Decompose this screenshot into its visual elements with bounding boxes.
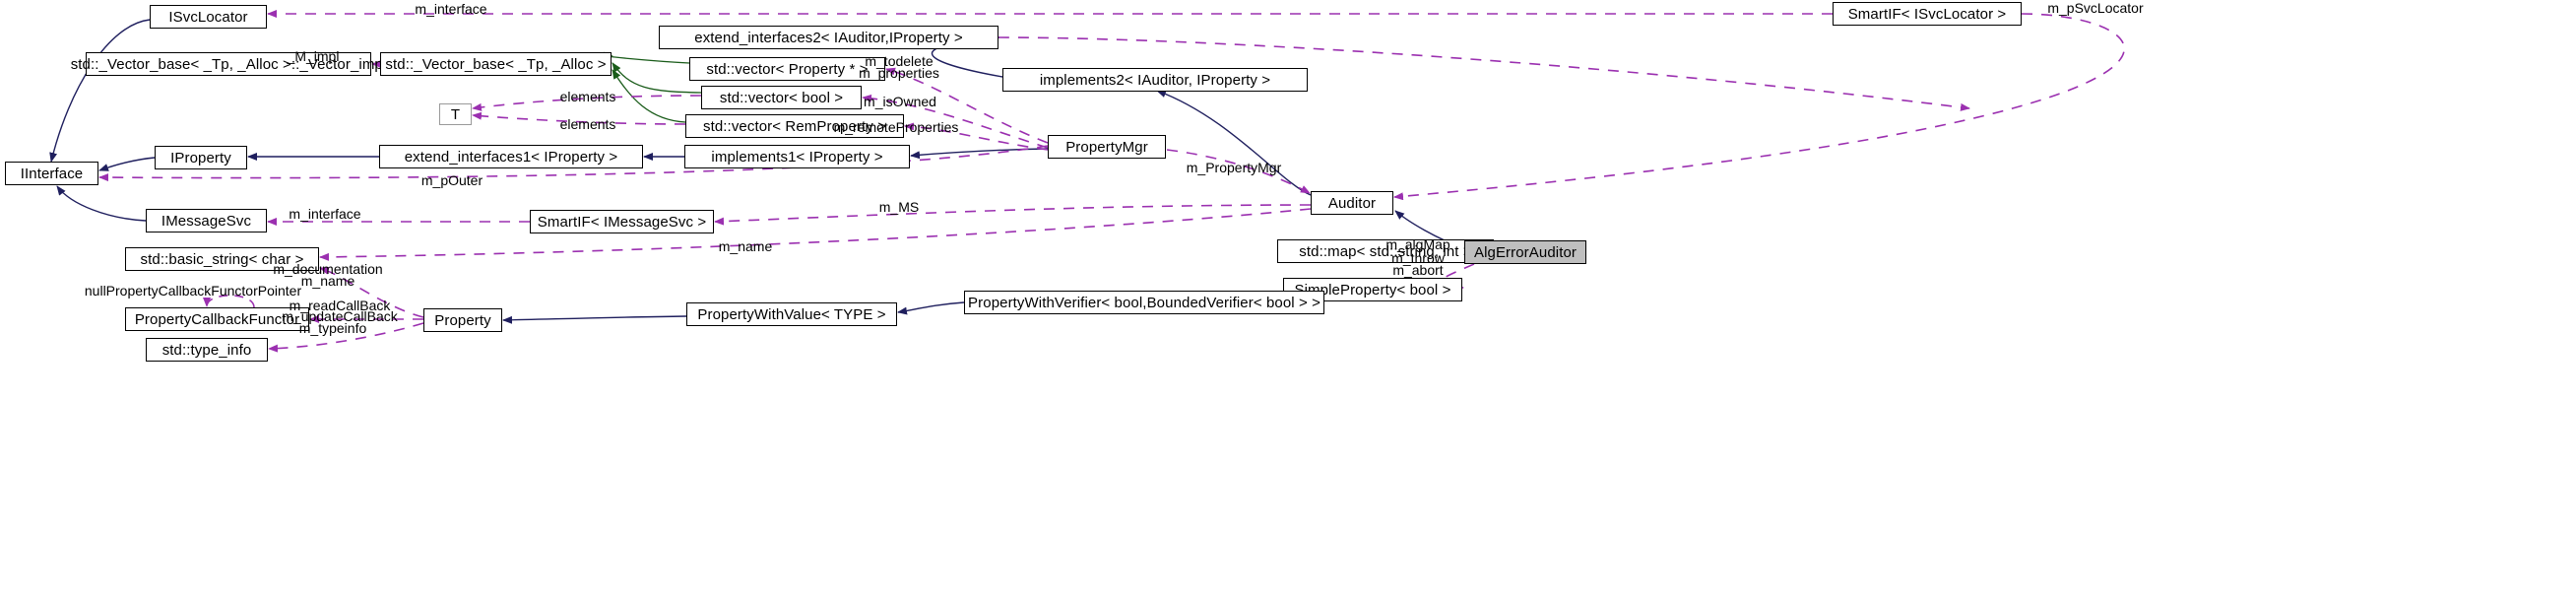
edge-basicstring-auditor-name	[319, 208, 1312, 261]
node-extend-interfaces2[interactable]: extend_interfaces2< IAuditor,IProperty >	[659, 26, 998, 49]
node-propertymgr[interactable]: PropertyMgr	[1048, 135, 1166, 159]
node-template-parameter-t[interactable]: T	[439, 103, 472, 125]
node-iinterface[interactable]: IInterface	[5, 162, 98, 185]
node-map-string-int[interactable]: std::map< std::string, int >	[1277, 239, 1494, 263]
edge-property-propertywithvalue	[502, 315, 687, 324]
edge-label-m-psvclocator: m_pSvcLocator	[2047, 0, 2144, 16]
node-imessagesvc[interactable]: IMessageSvc	[146, 209, 267, 233]
node-propertywithvalue[interactable]: PropertyWithValue< TYPE >	[686, 302, 897, 326]
node-implements1[interactable]: implements1< IProperty >	[684, 145, 910, 168]
node-isvclocator[interactable]: ISvcLocator	[150, 5, 267, 29]
edge-label-m-throw: m_throw	[1391, 250, 1445, 266]
node-basic-string-char[interactable]: std::basic_string< char >	[125, 247, 319, 271]
edge-label-m-interface-top: m_interface	[415, 1, 487, 17]
edge-label-elements-1: elements	[559, 89, 616, 104]
edge-label-m-ms: m_MS	[878, 199, 920, 215]
edge-label-m-name: m_name	[718, 238, 773, 254]
edge-iinterface-iproperty	[98, 157, 156, 171]
node-iproperty[interactable]: IProperty	[155, 146, 247, 169]
edge-label-m-abort: m_abort	[1392, 262, 1444, 278]
node-propertycallbackfunctor[interactable]: PropertyCallbackFunctor	[125, 307, 309, 331]
edge-smartif-auditor-psvclocator	[1393, 13, 2126, 201]
edge-label-m-algmap: m_algMap	[1385, 236, 1450, 252]
edge-label-m-todelete: m_todelete	[865, 53, 934, 69]
node-vector-base-impl[interactable]: std::_Vector_base< _Tp, _Alloc >::_Vecto…	[71, 52, 386, 76]
edge-propertywithvalue-propertywithverifier	[897, 301, 965, 315]
edge-label-m-name-2: m_name	[300, 273, 355, 289]
edge-label-m-interface-2: m_interface	[289, 206, 361, 222]
node-smartif-isvclocator[interactable]: SmartIF< ISvcLocator >	[1833, 2, 2022, 26]
edge-implements1-propertymgr	[910, 148, 1049, 160]
edge-implements2-auditor	[1156, 90, 1312, 196]
node-vector-base[interactable]: std::_Vector_base< _Tp, _Alloc >	[380, 52, 612, 76]
edge-label-elements-2: elements	[559, 116, 616, 132]
node-algerrorauditor[interactable]: AlgErrorAuditor	[1464, 240, 1586, 264]
edge-label-m-propertymgr: m_PropertyMgr	[1186, 160, 1282, 175]
edge-label-m-typeinfo: m_typeinfo	[298, 320, 367, 336]
edge-label-m-updatecallback: m_updateCallBack	[282, 308, 398, 324]
edge-label-m-pouter: m_pOuter	[420, 172, 483, 188]
node-smartif-imessagesvc[interactable]: SmartIF< IMessageSvc >	[530, 210, 714, 233]
edge-label-m-isowned: m_isOwned	[864, 94, 936, 109]
node-auditor[interactable]: Auditor	[1311, 191, 1393, 215]
edge-label-m-properties: m_properties	[859, 65, 939, 81]
edge-vectorbase-vectorremproperty	[612, 69, 686, 123]
edge-label-nullpropertycallbackfunctorpointer: nullPropertyCallbackFunctorPointer	[84, 283, 302, 299]
node-implements2[interactable]: implements2< IAuditor, IProperty >	[1002, 68, 1308, 92]
edge-vectorbase-vectorbool	[612, 62, 702, 94]
node-propertywithverifier[interactable]: PropertyWithVerifier< bool,BoundedVerifi…	[964, 291, 1324, 314]
node-vector-property-ptr[interactable]: std::vector< Property * >	[689, 57, 885, 81]
edge-label-m-remoteproperties: m_remoteProperties	[833, 119, 959, 135]
edge-iinterface-imessagesvc	[56, 185, 147, 222]
edge-vectorbase-vectorpropertyptr	[603, 51, 690, 64]
edge-label-m-impl: _M_impl	[287, 48, 340, 64]
node-property[interactable]: Property	[423, 308, 502, 332]
node-extend-interfaces1[interactable]: extend_interfaces1< IProperty >	[379, 145, 643, 168]
node-vector-bool[interactable]: std::vector< bool >	[701, 86, 862, 109]
edge-iinterface-isvclocator	[49, 19, 151, 163]
node-vector-remproperty[interactable]: std::vector< RemProperty >	[685, 114, 904, 138]
node-type-info[interactable]: std::type_info	[146, 338, 268, 362]
edge-label-m-documentation: m_documentation	[273, 261, 383, 277]
edge-label-m-readcallback: m_readCallBack	[289, 298, 391, 313]
edge-smartifimessagesvc-auditor-ms	[714, 204, 1312, 226]
